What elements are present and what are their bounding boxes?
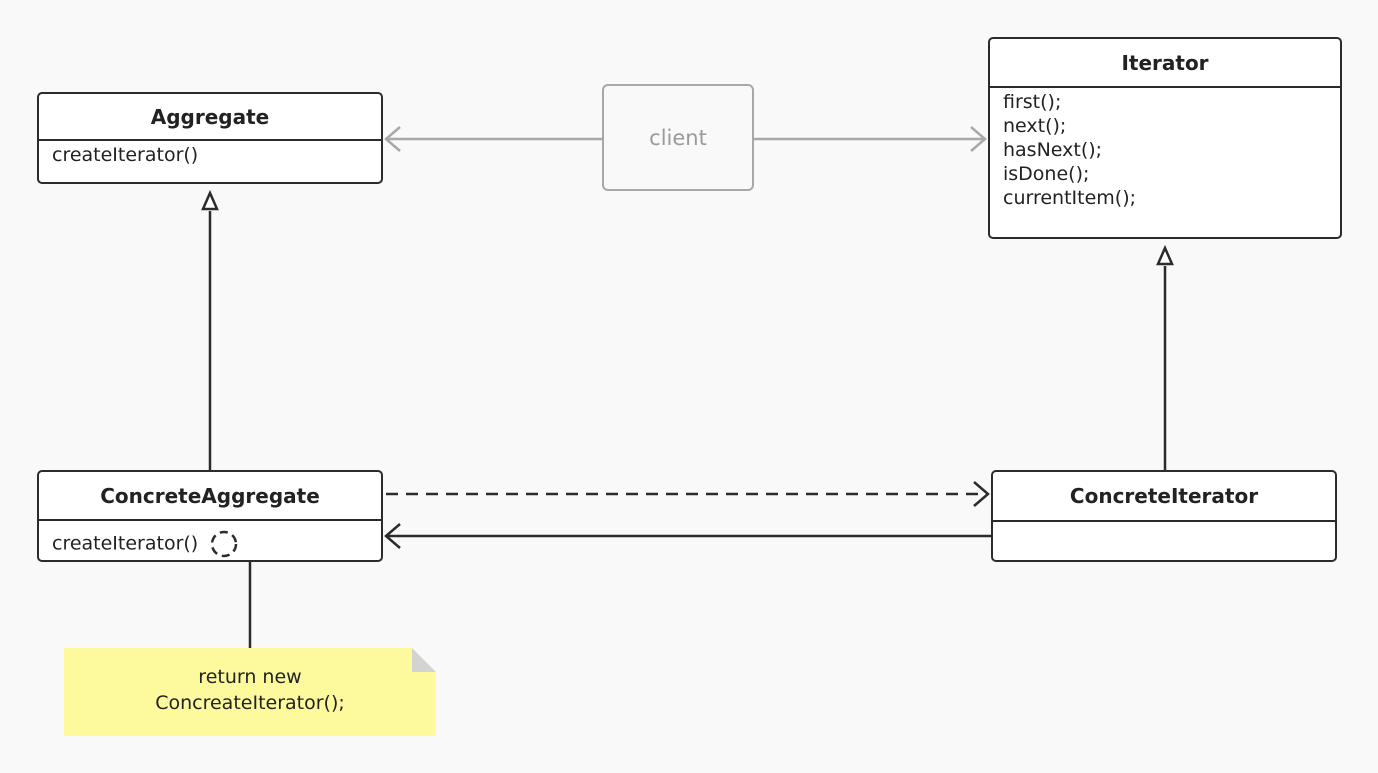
class-concrete-aggregate-name: ConcreteAggregate [39,472,381,521]
iterator-generalization-arrowhead [1156,244,1174,266]
note-line-2: ConcreateIterator(); [155,692,345,714]
concrete-aggregate-generalization [201,189,219,470]
method-next: next(); [1003,115,1067,137]
class-concrete-iterator[interactable]: ConcreteIterator [991,470,1337,562]
note-text: return new ConcreateIterator(); [64,664,436,716]
method-create-iterator: createIterator() [52,529,381,558]
client-label: client [649,125,707,150]
class-concrete-iterator-name: ConcreteIterator [993,472,1335,522]
method-current-item: currentItem(); [1003,187,1137,209]
method-create-iterator-label: createIterator() [52,532,199,555]
concrete-iterator-generalization [1156,244,1174,470]
client-to-iterator-arrowhead [970,126,987,152]
method-is-done: isDone(); [1003,163,1090,185]
iterator-to-aggregate-association [384,523,991,549]
code-note[interactable]: return new ConcreateIterator(); [64,648,436,736]
class-iterator-name: Iterator [990,39,1340,88]
class-concrete-aggregate-methods: createIterator() [39,521,381,558]
class-concrete-aggregate[interactable]: ConcreteAggregate createIterator() [37,470,383,562]
iterator-to-aggregate-arrowhead [384,523,401,549]
client-box[interactable]: client [602,84,754,191]
class-aggregate[interactable]: Aggregate createIterator() [37,92,383,184]
method-first: first(); [1003,91,1062,113]
class-aggregate-methods: createIterator() [39,141,381,167]
client-to-aggregate-arrowhead [384,126,401,152]
note-anchor-circle-icon [211,530,238,558]
client-to-iterator-association [754,126,987,152]
aggregate-generalization-arrowhead [201,189,219,211]
client-to-aggregate-association [384,126,602,152]
create-dependency [386,481,990,507]
class-aggregate-name: Aggregate [39,94,381,141]
class-concrete-iterator-methods [993,522,1335,524]
class-iterator-methods: first(); next(); hasNext(); isDone(); cu… [990,88,1340,210]
note-fold-corner [412,648,436,672]
note-shape [64,648,436,736]
create-dependency-arrowhead [973,481,990,507]
note-line-1: return new [198,666,302,688]
method-has-next: hasNext(); [1003,139,1103,161]
class-iterator[interactable]: Iterator first(); next(); hasNext(); isD… [988,37,1342,239]
method-create-iterator: createIterator() [52,144,199,166]
